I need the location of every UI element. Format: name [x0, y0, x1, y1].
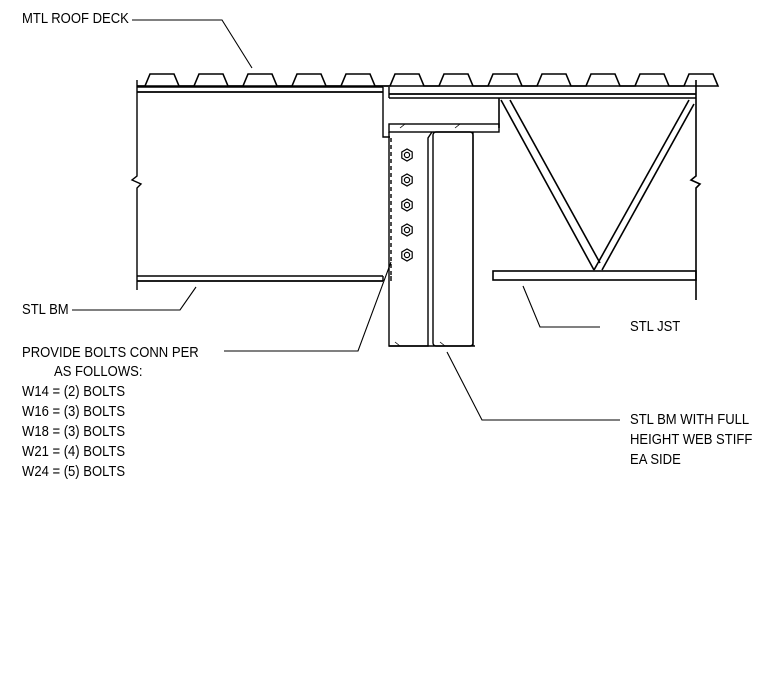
bolt-shank: [403, 251, 411, 259]
bolt-head: [401, 223, 413, 237]
bolt-schedule-item: W18 = (3) BOLTS: [22, 424, 126, 440]
label-girder-line2: HEIGHT WEB STIFF: [630, 432, 753, 448]
bolt-shank: [403, 226, 411, 234]
label-bolts-note-line1: PROVIDE BOLTS CONN PER: [22, 345, 199, 361]
bolt-shank: [403, 151, 411, 159]
leader-joist: [522, 285, 600, 328]
leader-girder: [446, 351, 620, 421]
bolt-shank: [403, 201, 411, 209]
bolt-group: [401, 148, 413, 262]
bolt-head: [401, 248, 413, 262]
leader-lines: [72, 19, 620, 421]
roof-deck: [137, 73, 720, 87]
label-bolts-note-line2: AS FOLLOWS:: [54, 364, 143, 380]
steel-beam-left: [130, 80, 390, 290]
label-roof-deck: MTL ROOF DECK: [22, 11, 129, 27]
bolt-schedule-item: W21 = (4) BOLTS: [22, 444, 126, 460]
steel-joist: [492, 80, 702, 300]
bolt-schedule-list: W14 = (2) BOLTS W16 = (3) BOLTS W18 = (3…: [22, 382, 137, 482]
label-steel-joist: STL JST: [630, 319, 681, 335]
bolt-head: [401, 148, 413, 162]
bolt-shank: [403, 176, 411, 184]
label-girder-line1: STL BM WITH FULL: [630, 412, 750, 428]
steel-girder-section: [388, 87, 696, 347]
bolt-head: [401, 198, 413, 212]
bolt-schedule-item: W24 = (5) BOLTS: [22, 464, 126, 480]
bolt-head: [401, 173, 413, 187]
leader-bolts: [224, 261, 392, 352]
bolt-schedule-item: W14 = (2) BOLTS: [22, 384, 126, 400]
leader-deck: [132, 19, 253, 69]
leader-beam: [72, 286, 197, 311]
bolt-schedule-item: W16 = (3) BOLTS: [22, 404, 126, 420]
label-steel-beam: STL BM: [22, 302, 69, 318]
label-girder-line3: EA SIDE: [630, 452, 681, 468]
